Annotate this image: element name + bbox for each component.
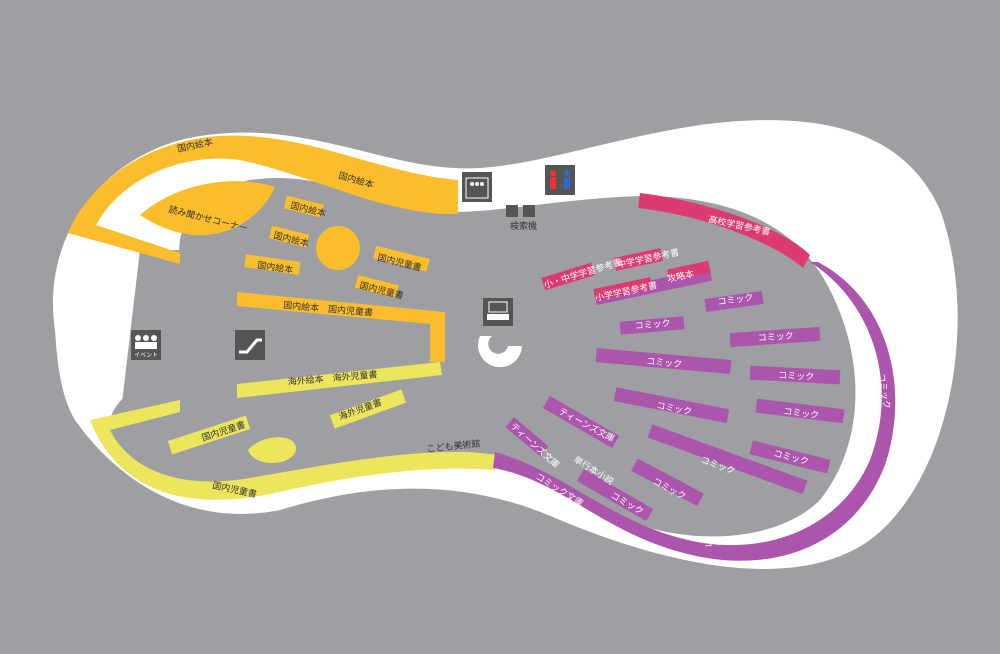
shelf-comic-3 <box>729 326 821 348</box>
shelf-comic-10 <box>631 458 704 507</box>
shelf-comic-5 <box>749 365 841 385</box>
shelf-pb-b <box>268 225 309 248</box>
label-comic-4: コミック <box>646 356 683 370</box>
picture-book-wall <box>68 135 458 264</box>
round-table <box>316 226 360 270</box>
shelf-comic-4 <box>595 348 732 374</box>
cashier-icon <box>483 298 513 326</box>
shelf-comic-7 <box>755 398 845 424</box>
cashier-counter <box>478 336 522 368</box>
label-comic-1: コミック <box>717 292 754 308</box>
event-icon[interactable]: イベント <box>131 330 161 360</box>
elevator-icon[interactable] <box>462 172 492 202</box>
label-comic-3: コミック <box>757 331 794 344</box>
shelf-comic-2 <box>619 316 685 335</box>
shelf-elem <box>593 277 653 301</box>
shelf-comic-9 <box>749 440 831 474</box>
search-terminal-icon[interactable] <box>506 205 535 217</box>
shelf-u <box>237 292 445 362</box>
shelf-jr-high <box>613 248 663 271</box>
restroom-icon[interactable] <box>545 165 575 195</box>
shelf-pb-a <box>283 195 324 218</box>
shelf-teens-small <box>505 417 549 457</box>
storytelling-corner <box>140 181 275 236</box>
shelf-comic-11 <box>576 468 654 522</box>
label-comic-2: コミック <box>634 318 671 332</box>
shelf-cb-a <box>373 245 430 272</box>
shelf-elem-2 <box>667 260 711 282</box>
shelf-comic-1 <box>704 291 764 312</box>
shelf-elem-jr <box>541 262 595 291</box>
label-comic-5: コミック <box>778 370 815 383</box>
shelf-comic-6 <box>613 387 730 423</box>
shelf-foreign-cb <box>329 389 407 429</box>
high-school-ref-wall <box>638 193 810 268</box>
shelf-cb-b <box>354 275 399 298</box>
escalator-icon[interactable] <box>235 330 265 360</box>
event-icon-label: イベント <box>134 352 158 359</box>
shelf-foreign-row <box>237 362 442 398</box>
label-search: 検索機 <box>510 220 537 232</box>
bench <box>248 437 297 463</box>
shelf-teens <box>542 395 620 449</box>
shelf-pb-c <box>244 254 301 275</box>
shelf-cb-c <box>167 415 251 455</box>
label-comic-7: コミック <box>783 406 820 421</box>
comic-wall <box>493 262 896 561</box>
children-book-wall <box>90 400 500 500</box>
shelf-comic-8 <box>647 424 808 494</box>
